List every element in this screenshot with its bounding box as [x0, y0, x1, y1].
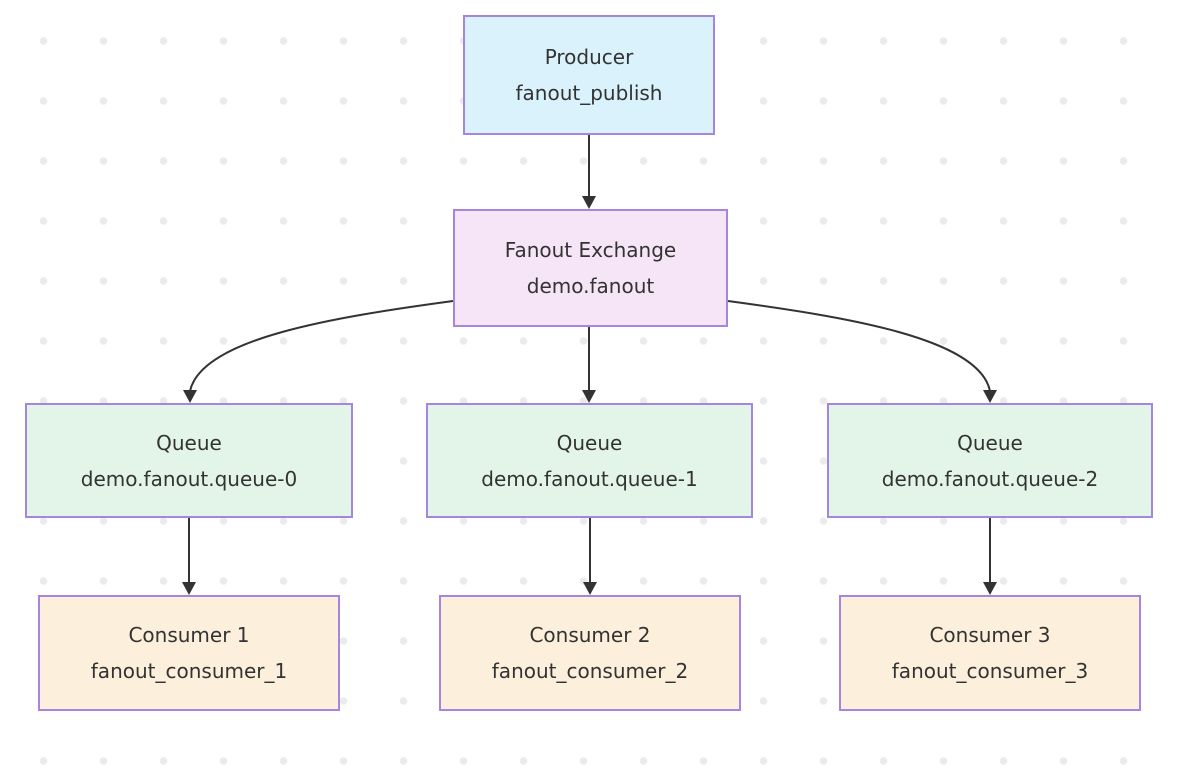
- edge-queue-2-consumer-3: [983, 518, 997, 595]
- node-consumer-3-subtitle: fanout_consumer_3: [891, 659, 1089, 683]
- edge-queue-0-consumer-1: [182, 518, 196, 595]
- node-consumer-1: Consumer 1 fanout_consumer_1: [38, 595, 340, 711]
- node-queue-1-subtitle: demo.fanout.queue-1: [481, 466, 698, 491]
- node-producer: Producer fanout_publish: [463, 15, 715, 135]
- node-queue-2-subtitle: demo.fanout.queue-2: [881, 466, 1099, 491]
- node-fanout-exchange-title: Fanout Exchange: [504, 238, 677, 262]
- edge-exchange-queue-0: [183, 300, 454, 403]
- node-queue-2-title: Queue: [957, 430, 1023, 455]
- node-producer-title: Producer: [544, 45, 634, 69]
- node-queue-1-title: Queue: [556, 430, 623, 455]
- node-consumer-2-subtitle: fanout_consumer_2: [491, 659, 689, 683]
- node-consumer-2: Consumer 2 fanout_consumer_2: [439, 595, 741, 711]
- edge-exchange-queue-2: [727, 300, 997, 403]
- node-consumer-1-title: Consumer 1: [128, 623, 250, 647]
- node-queue-1: Queue demo.fanout.queue-1: [426, 403, 753, 518]
- node-producer-subtitle: fanout_publish: [515, 81, 663, 105]
- node-consumer-3-title: Consumer 3: [929, 623, 1051, 647]
- node-queue-0-title: Queue: [156, 430, 222, 455]
- edge-producer-exchange: [582, 135, 596, 209]
- node-consumer-1-subtitle: fanout_consumer_1: [90, 659, 288, 683]
- edge-queue-1-consumer-2: [583, 518, 597, 595]
- node-queue-2: Queue demo.fanout.queue-2: [827, 403, 1153, 518]
- edge-exchange-queue-1: [582, 327, 596, 403]
- node-fanout-exchange-subtitle: demo.fanout: [526, 274, 655, 298]
- node-consumer-3: Consumer 3 fanout_consumer_3: [839, 595, 1141, 711]
- node-queue-0: Queue demo.fanout.queue-0: [25, 403, 353, 518]
- node-consumer-2-title: Consumer 2: [529, 623, 651, 647]
- node-fanout-exchange: Fanout Exchange demo.fanout: [453, 209, 728, 327]
- node-queue-0-subtitle: demo.fanout.queue-0: [80, 466, 298, 491]
